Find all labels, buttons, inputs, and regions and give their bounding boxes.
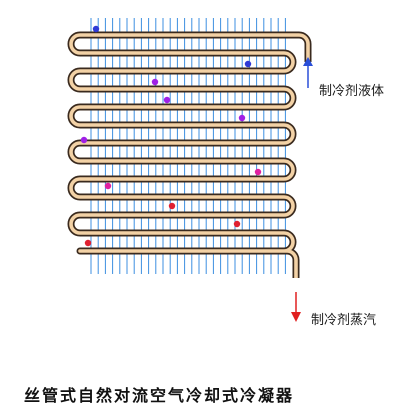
refrigerant-dot bbox=[254, 168, 262, 176]
refrigerant-dots bbox=[80, 25, 262, 247]
refrigerant-dot bbox=[233, 220, 241, 228]
refrigerant-dot bbox=[238, 114, 246, 122]
refrigerant-dot bbox=[92, 25, 100, 33]
tube-body bbox=[69, 33, 310, 278]
inlet-label: 制冷剂液体 bbox=[319, 84, 385, 99]
outlet-label: 制冷剂蒸汽 bbox=[311, 313, 377, 328]
refrigerant-dot bbox=[151, 78, 159, 86]
refrigerant-dot bbox=[104, 182, 112, 190]
flow-arrows bbox=[291, 57, 313, 322]
refrigerant-dot bbox=[244, 60, 252, 68]
refrigerant-dot bbox=[80, 136, 88, 144]
diagram-caption: 丝管式自然对流空气冷却式冷凝器 bbox=[24, 386, 295, 405]
serpentine-tube bbox=[67, 31, 312, 278]
refrigerant-dot bbox=[163, 96, 171, 104]
refrigerant-dot bbox=[84, 239, 92, 247]
arrow-down-icon bbox=[291, 312, 301, 322]
arrow-up-icon bbox=[303, 57, 313, 66]
refrigerant-dot bbox=[168, 202, 176, 210]
